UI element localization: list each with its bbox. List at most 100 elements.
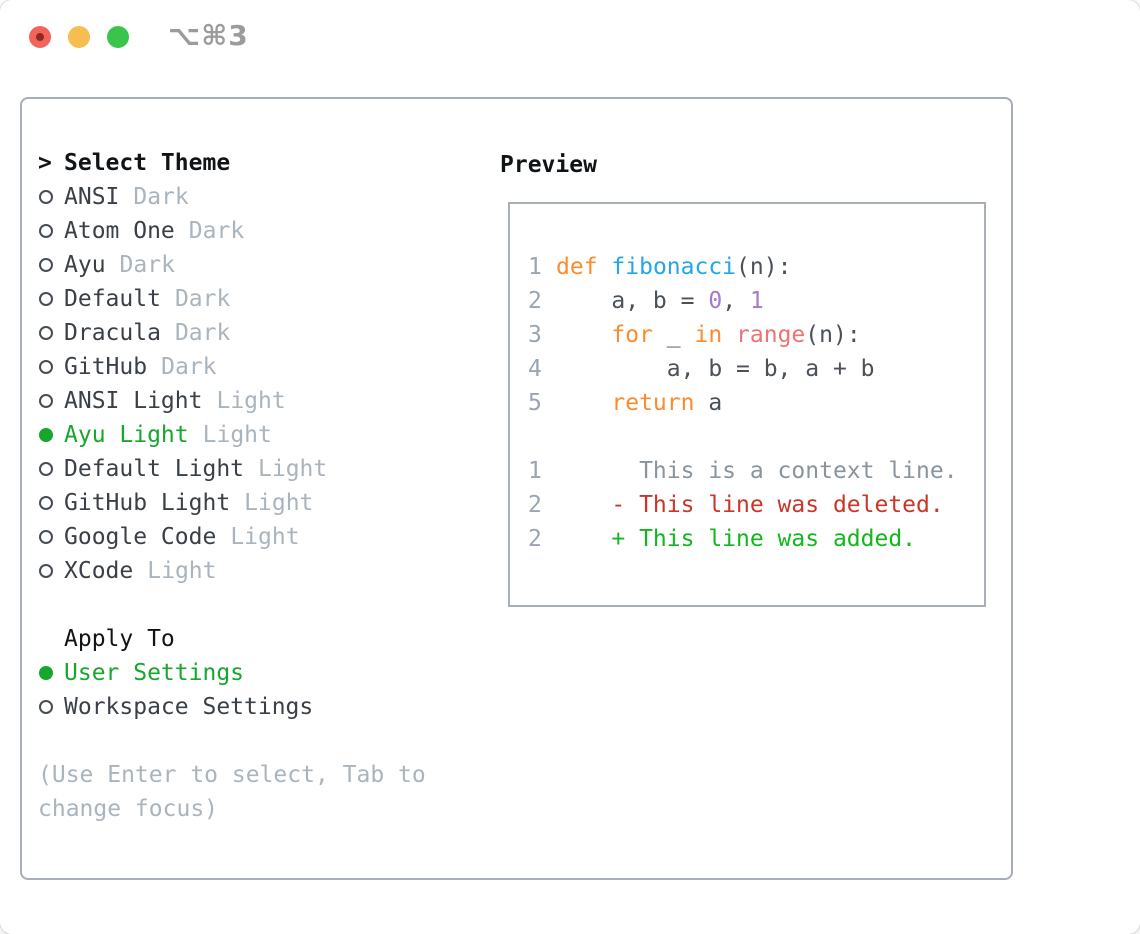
code-segment-plain: a <box>694 390 723 416</box>
line-number: 2 <box>528 526 542 552</box>
apply-option-workspace-settings[interactable]: Workspace Settings <box>38 690 426 724</box>
theme-variant-badge: Light <box>244 490 314 516</box>
code-line: 4 a, b = b, a + b <box>528 352 984 386</box>
theme-option-default[interactable]: Default Dark <box>38 282 426 316</box>
line-number: 4 <box>528 356 542 382</box>
theme-name: Ayu Light <box>64 422 189 448</box>
radio-icon <box>39 360 53 374</box>
minimize-button[interactable] <box>68 26 90 48</box>
apply-to-option-label: User Settings <box>64 660 245 686</box>
radio-icon <box>39 394 53 408</box>
theme-variant-badge: Dark <box>188 218 245 244</box>
theme-option-ayu[interactable]: Ayu Dark <box>38 248 426 282</box>
theme-options-list: ANSI Dark Atom One Dark Ayu Dark Default… <box>38 180 426 588</box>
theme-option-xcode[interactable]: XCode Light <box>38 554 426 588</box>
radio-icon <box>39 428 53 442</box>
code-segment-keyword: return <box>611 390 695 416</box>
line-number: 5 <box>528 390 542 416</box>
code-preview-lines: 1 def fibonacci(n): 2 a, b = 0, 1 3 for … <box>528 250 984 556</box>
code-line: 2 a, b = 0, 1 <box>528 284 984 318</box>
code-content: a, b = b, a + b <box>556 356 875 382</box>
theme-name: ANSI Light <box>64 388 203 414</box>
code-segment-function: fibonacci <box>611 254 737 280</box>
hint-line-1: (Use Enter to select, Tab to <box>38 762 426 788</box>
line-number: 1 <box>528 458 542 484</box>
apply-to-option-label: Workspace Settings <box>64 694 314 720</box>
line-number: 2 <box>528 288 542 314</box>
code-segment-plain: (n): <box>736 254 792 280</box>
theme-name: GitHub <box>64 354 148 380</box>
code-segment-number: 0 <box>708 288 723 314</box>
close-dot-icon <box>36 33 44 41</box>
code-segment-plain: a, b = <box>556 288 709 314</box>
theme-name: Default Light <box>64 456 245 482</box>
code-content: + This line was added. <box>556 526 916 552</box>
preview-heading: Preview <box>500 152 597 178</box>
window-title: ⌥⌘3 <box>168 19 249 52</box>
code-segment-plain <box>556 322 611 348</box>
theme-name: GitHub Light <box>64 490 231 516</box>
code-segment-keyword: in <box>694 322 723 348</box>
theme-name: XCode <box>64 558 134 584</box>
theme-name: ANSI <box>64 184 120 210</box>
code-segment-keyword: def <box>556 254 598 280</box>
code-segment-deleted: - This line was deleted. <box>556 492 944 518</box>
theme-list-column: > Select Theme ANSI Dark Atom One Dark A… <box>38 146 426 826</box>
theme-variant-badge: Light <box>202 422 272 448</box>
theme-option-ayu-light[interactable]: Ayu Light Light <box>38 418 426 452</box>
radio-icon <box>39 530 53 544</box>
radio-icon <box>39 292 53 306</box>
theme-variant-badge: Light <box>147 558 217 584</box>
line-number: 1 <box>528 254 542 280</box>
line-number: 3 <box>528 322 542 348</box>
code-segment-plain <box>598 254 612 280</box>
line-number: 2 <box>528 492 542 518</box>
code-preview-box: 1 def fibonacci(n): 2 a, b = 0, 1 3 for … <box>508 202 986 607</box>
theme-option-dracula[interactable]: Dracula Dark <box>38 316 426 350</box>
select-theme-header: > Select Theme <box>38 146 426 180</box>
theme-option-ansi-light[interactable]: ANSI Light Light <box>38 384 426 418</box>
apply-to-label: Apply To <box>64 626 175 652</box>
code-line: 5 return a <box>528 386 984 420</box>
select-theme-label: Select Theme <box>64 150 231 176</box>
hint-line-2: change focus) <box>38 796 219 822</box>
code-segment-plain: a, b = b, a + b <box>556 356 875 382</box>
close-button[interactable] <box>29 26 51 48</box>
code-content: a, b = 0, 1 <box>556 288 763 314</box>
theme-option-atom-one[interactable]: Atom One Dark <box>38 214 426 248</box>
theme-option-google-code[interactable]: Google Code Light <box>38 520 426 554</box>
theme-option-github-light[interactable]: GitHub Light Light <box>38 486 426 520</box>
theme-variant-badge: Dark <box>174 320 231 346</box>
apply-option-user-settings[interactable]: User Settings <box>38 656 426 690</box>
theme-variant-badge: Light <box>216 388 286 414</box>
theme-variant-badge: Dark <box>133 184 189 210</box>
code-segment-added: + This line was added. <box>556 526 917 552</box>
code-line: 2 + This line was added. <box>528 522 984 556</box>
code-line <box>528 420 984 454</box>
radio-icon <box>39 666 53 680</box>
code-segment-plain: _ <box>652 322 695 348</box>
code-line: 2 - This line was deleted. <box>528 488 984 522</box>
theme-name: Ayu <box>64 252 106 278</box>
code-content: - This line was deleted. <box>556 492 944 518</box>
theme-variant-badge: Dark <box>161 354 217 380</box>
theme-option-github[interactable]: GitHub Dark <box>38 350 426 384</box>
code-line: 3 for _ in range(n): <box>528 318 984 352</box>
radio-icon <box>39 224 53 238</box>
code-content: for _ in range(n): <box>556 322 860 348</box>
radio-icon <box>39 462 53 476</box>
theme-variant-badge: Light <box>230 524 300 550</box>
theme-name: Default <box>64 286 161 312</box>
spacer <box>38 588 426 622</box>
apply-to-header: Apply To <box>38 622 426 656</box>
zoom-button[interactable] <box>107 26 129 48</box>
code-content: def fibonacci(n): <box>556 254 791 280</box>
radio-icon <box>39 564 53 578</box>
window-controls <box>29 26 129 48</box>
theme-option-default-light[interactable]: Default Light Light <box>38 452 426 486</box>
radio-icon <box>39 190 53 204</box>
code-line: 1 This is a context line. <box>528 454 984 488</box>
code-content: This is a context line. <box>556 458 958 484</box>
theme-option-ansi[interactable]: ANSI Dark <box>38 180 426 214</box>
